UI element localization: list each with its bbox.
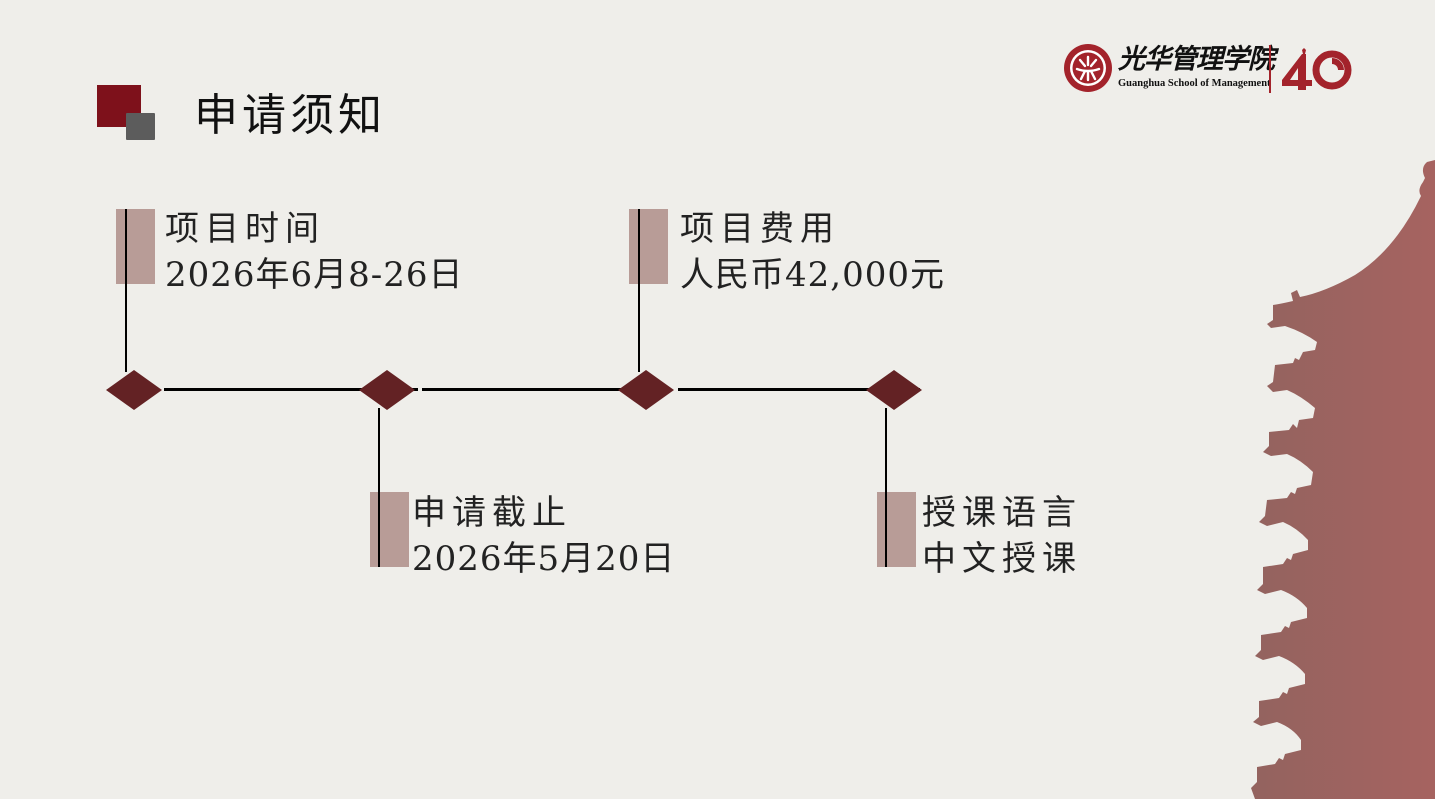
item-value: 中文授课 <box>922 539 1082 579</box>
label-bar <box>116 209 155 284</box>
item-heading: 项目时间 <box>165 209 325 249</box>
connector-line <box>125 209 127 372</box>
logo-divider <box>1269 45 1271 93</box>
logo-english-name: Guanghua School of Management <box>1118 78 1271 89</box>
timeline-diamond-icon <box>106 370 162 410</box>
item-value: 人民币42,000元 <box>680 255 945 295</box>
timeline-item-program-dates: 项目时间 2026年6月8-26日 <box>165 206 464 298</box>
timeline-line <box>164 388 418 391</box>
timeline-diamond-icon <box>359 370 415 410</box>
guanghua-logo: 光华管理学院 Guanghua School of Management <box>1060 42 1360 96</box>
timeline-item-application-deadline: 申请截止 2026年5月20日 <box>412 490 675 582</box>
timeline-item-teaching-language: 授课语言 中文授课 <box>922 490 1082 582</box>
item-value: 2026年5月20日 <box>412 539 676 579</box>
timeline-diamond-icon <box>866 370 922 410</box>
pagoda-silhouette-icon <box>1251 160 1435 799</box>
timeline-item-program-fee: 项目费用 人民币42,000元 <box>680 206 945 298</box>
connector-line <box>885 408 887 567</box>
label-bar <box>629 209 668 284</box>
connector-line <box>638 209 640 372</box>
item-heading: 项目费用 <box>680 209 840 249</box>
logo-chinese-name: 光华管理学院 <box>1118 44 1275 75</box>
page-title: 申请须知 <box>194 90 386 141</box>
connector-line <box>125 209 127 284</box>
timeline-line <box>678 388 920 391</box>
connector-line <box>378 408 380 567</box>
peking-university-seal-icon <box>1064 44 1112 92</box>
anniversary-40-icon <box>1282 48 1352 90</box>
timeline-diamond-icon <box>618 370 674 410</box>
connector-line <box>378 492 380 567</box>
timeline-line <box>422 388 662 391</box>
label-bar <box>370 492 409 567</box>
item-value: 2026年6月8-26日 <box>165 255 464 295</box>
label-bar <box>877 492 916 567</box>
item-heading: 授课语言 <box>922 493 1082 533</box>
title-accent-gray-square <box>126 113 155 140</box>
connector-line <box>638 209 640 284</box>
item-heading: 申请截止 <box>412 493 572 533</box>
connector-line <box>885 492 887 567</box>
